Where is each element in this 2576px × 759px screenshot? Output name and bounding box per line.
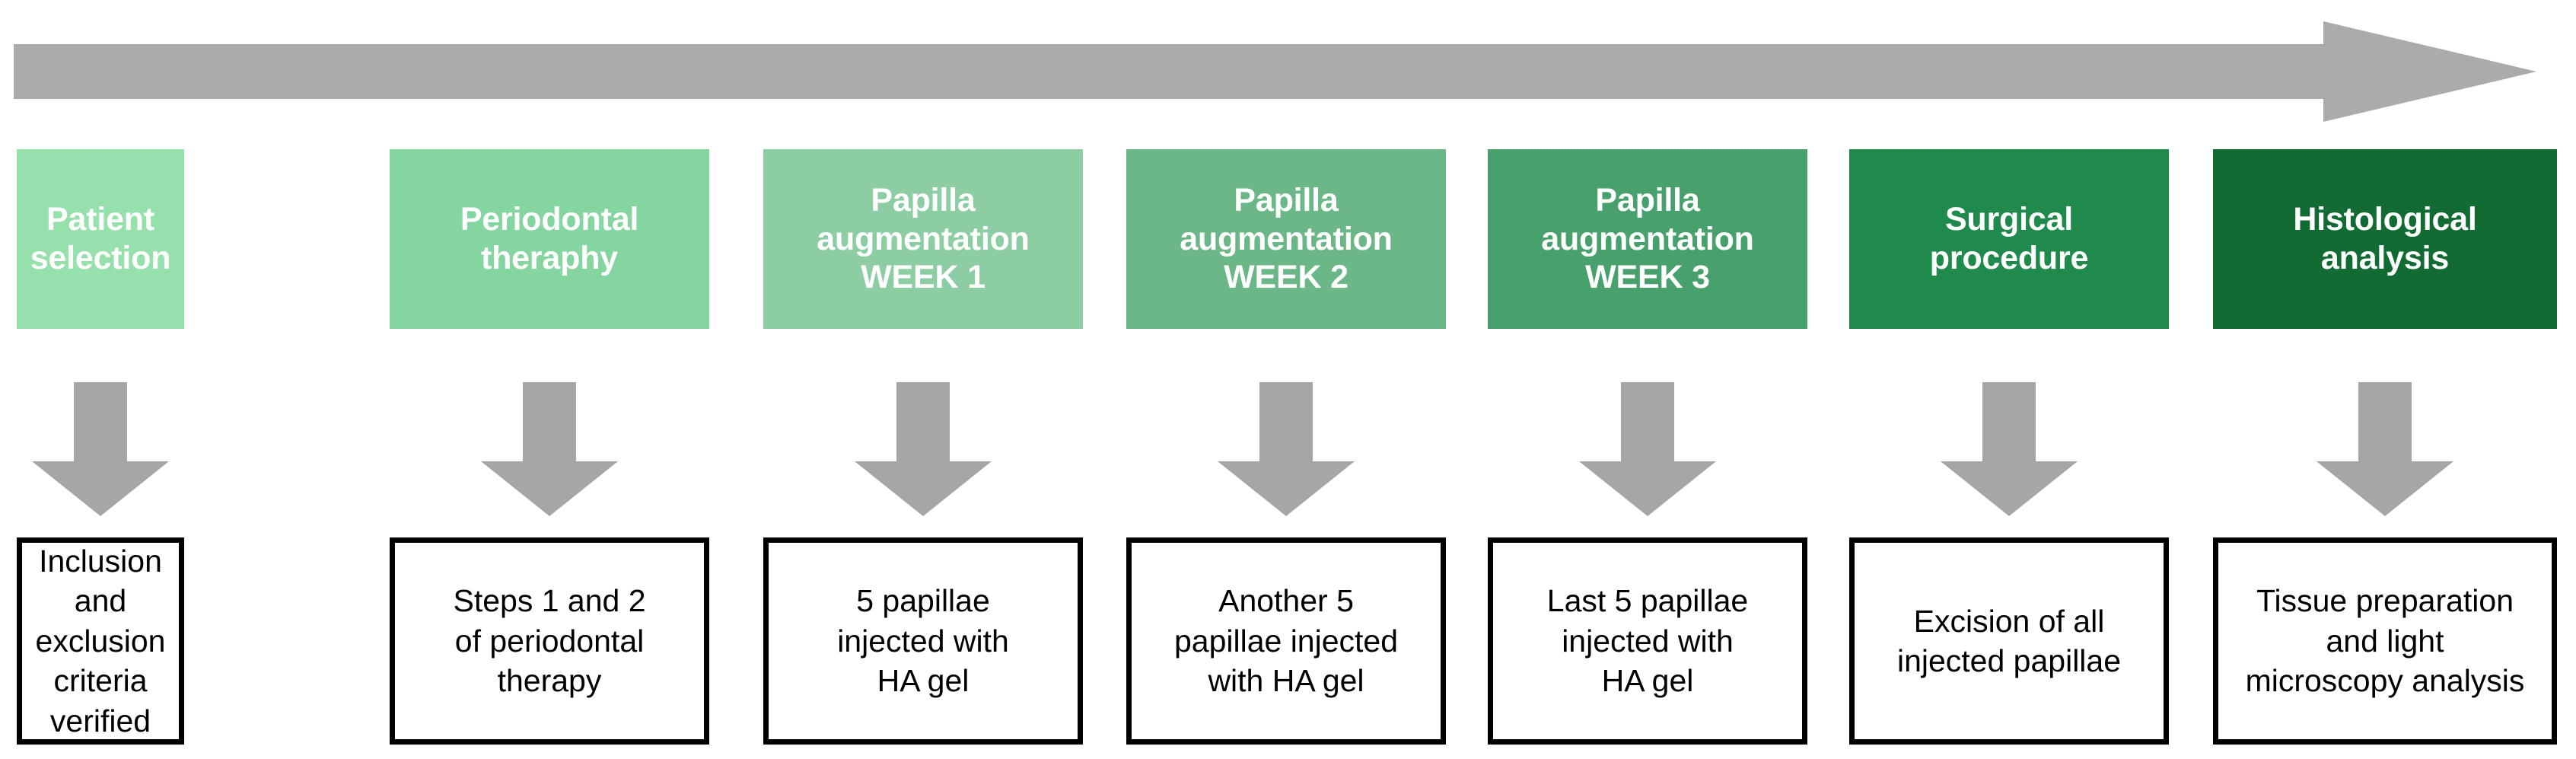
down-arrow-icon-histological-analysis [2316,382,2453,516]
down-arrow-icon-papilla-augmentation-week-1 [855,382,992,516]
down-arrow-icon-papilla-augmentation-week-3 [1579,382,1716,516]
right-arrow-shape [14,21,2536,122]
down-arrow-icon-periodontal-theraphy [481,382,618,516]
down-arrow-icon-papilla-augmentation-week-2 [1218,382,1355,516]
down-arrow-icon-patient-selection [32,382,169,516]
down-arrow-icon-surgical-procedure [1941,382,2078,516]
timeline-right-arrow-icon [14,11,2548,132]
